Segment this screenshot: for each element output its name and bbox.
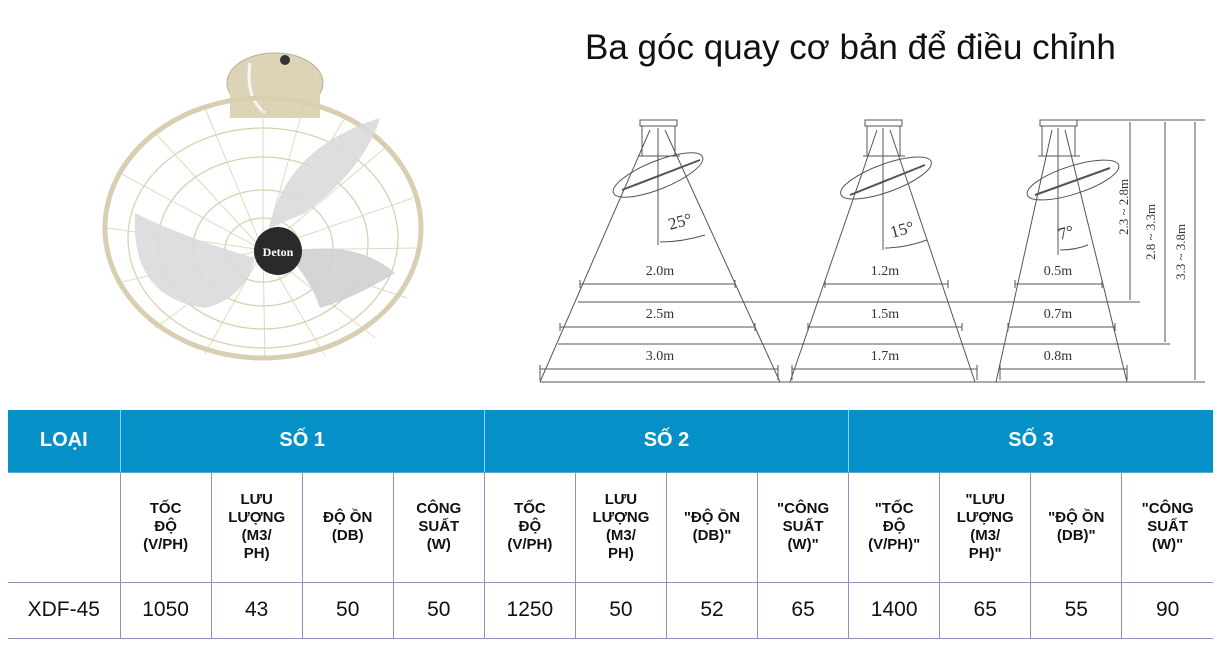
- value-cell: 55: [1030, 581, 1123, 639]
- table-header-row: LOẠI SỐ 1 SỐ 2 SỐ 3: [8, 410, 1213, 473]
- width-15-3: 1.7m: [871, 349, 900, 364]
- value-cell: 90: [1121, 581, 1213, 639]
- subheader-cell: LƯU LƯỢNG (M3/ PH): [574, 471, 667, 583]
- height-range-2: 2.8 ~ 3.3m: [1143, 204, 1158, 260]
- brand-label: Deton: [263, 245, 294, 259]
- height-range-1: 2.3 ~ 2.8m: [1116, 179, 1131, 235]
- subheader-cell: TỐC ĐỘ (V/PH): [483, 471, 576, 583]
- subheader-cell: "LƯU LƯỢNG (M3/ PH)": [939, 471, 1032, 583]
- value-cell: 50: [574, 581, 667, 639]
- value-cell: 65: [757, 581, 850, 639]
- table-subheader-row: TỐC ĐỘ (V/PH) LƯU LƯỢNG (M3/ PH) ĐỘ ỒN (…: [8, 471, 1213, 583]
- subheader-cell: LƯU LƯỢNG (M3/ PH): [210, 471, 303, 583]
- value-cell: 1400: [848, 581, 941, 639]
- rotation-angle-diagram: 25° 15° 7° 2.0m 2.5m 3.0m 1.2m 1.5m 1.7m…: [530, 110, 1218, 400]
- angle-label-25: 25°: [666, 209, 694, 234]
- header-speed-1: SỐ 1: [120, 410, 485, 473]
- value-cell: 43: [210, 581, 303, 639]
- subheader-cell: "ĐỘ ỒN (DB)": [1030, 471, 1123, 583]
- height-range-3: 3.3 ~ 3.8m: [1173, 224, 1188, 280]
- header-type: LOẠI: [8, 410, 121, 473]
- width-25-2: 2.5m: [646, 307, 675, 322]
- width-7-1: 0.5m: [1044, 264, 1073, 279]
- value-cell: 1250: [483, 581, 576, 639]
- width-15-1: 1.2m: [871, 264, 900, 279]
- subheader-cell: ĐỘ ỒN (DB): [301, 471, 394, 583]
- subheader-empty: [8, 471, 121, 583]
- subheader-cell: "ĐỘ ỒN (DB)": [665, 471, 759, 583]
- value-cell: 50: [392, 581, 485, 639]
- page-title: Ba góc quay cơ bản để điều chỉnh: [585, 28, 1116, 67]
- angle-label-7: 7°: [1056, 222, 1076, 244]
- table-row: XDF-45 1050 43 50 50 1250 50 52 65 1400 …: [8, 581, 1213, 639]
- spec-table: LOẠI SỐ 1 SỐ 2 SỐ 3 TỐC ĐỘ (V/PH) LƯU LƯ…: [8, 410, 1213, 639]
- value-cell: 50: [301, 581, 394, 639]
- width-7-3: 0.8m: [1044, 349, 1073, 364]
- subheader-cell: "CÔNG SUẤT (W)": [1121, 471, 1213, 583]
- header-speed-3: SỐ 3: [848, 410, 1213, 473]
- header-speed-2: SỐ 2: [484, 410, 850, 473]
- angle-label-15: 15°: [888, 217, 916, 242]
- width-25-3: 3.0m: [646, 349, 675, 364]
- subheader-cell: TỐC ĐỘ (V/PH): [119, 471, 212, 583]
- fan-product-image: Deton: [95, 38, 425, 368]
- width-7-2: 0.7m: [1044, 307, 1073, 322]
- model-cell: XDF-45: [8, 581, 121, 639]
- subheader-cell: "CÔNG SUẤT (W)": [757, 471, 850, 583]
- value-cell: 65: [939, 581, 1032, 639]
- width-25-1: 2.0m: [646, 264, 675, 279]
- subheader-cell: "TỐC ĐỘ (V/PH)": [848, 471, 941, 583]
- value-cell: 1050: [119, 581, 212, 639]
- value-cell: 52: [665, 581, 759, 639]
- width-15-2: 1.5m: [871, 307, 900, 322]
- subheader-cell: CÔNG SUẤT (W): [392, 471, 485, 583]
